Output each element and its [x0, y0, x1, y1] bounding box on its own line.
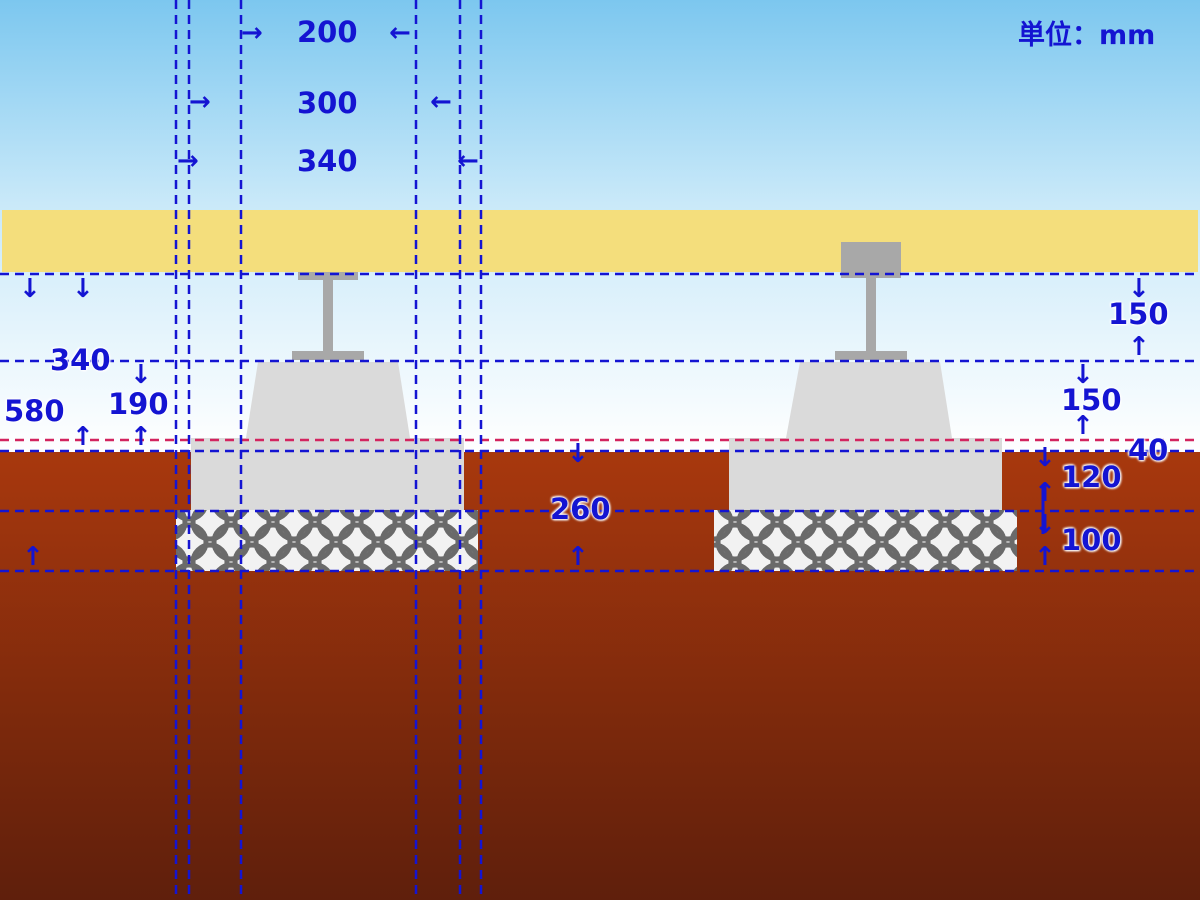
dim-label-width-340: 340 — [297, 144, 358, 178]
arrow-down-icon: ↓ — [130, 360, 152, 390]
dim-label-height-260: 260 — [550, 492, 611, 526]
arrow-down-icon: ↓ — [72, 274, 94, 304]
left-rail-base — [292, 351, 364, 360]
dim-label-height-190: 190 — [108, 387, 169, 421]
arrow-up-icon: ↑ — [1034, 542, 1056, 572]
dim-label-height-340: 340 — [50, 343, 111, 377]
dim-label-width-200: 200 — [297, 15, 358, 49]
arrow-down-icon: ↓ — [1034, 510, 1056, 540]
right-ballast — [714, 510, 1017, 571]
arrow-up-icon: ↑ — [1128, 332, 1150, 362]
right-sleeper-block — [786, 362, 952, 438]
arrow-up-icon: ↑ — [22, 542, 44, 572]
left-rail-head — [298, 272, 358, 280]
vehicle-floor — [2, 210, 1198, 272]
dim-label-height-150-top: 150 — [1108, 297, 1169, 331]
arrow-left-icon: ← — [389, 18, 411, 48]
arrow-up-icon: ↑ — [1034, 478, 1056, 508]
right-rail-web — [866, 278, 876, 351]
arrow-up-icon: ↑ — [567, 542, 589, 572]
left-sleeper-block — [246, 362, 410, 438]
arrow-right-icon: → — [189, 87, 211, 117]
right-rail-base — [835, 351, 907, 360]
left-rail-web — [323, 278, 333, 351]
arrow-left-icon: ← — [457, 146, 479, 176]
arrow-right-icon: → — [241, 18, 263, 48]
arrow-down-icon: ↓ — [1128, 274, 1150, 304]
arrow-up-icon: ↑ — [130, 422, 152, 452]
unit-label: 単位：mm — [1018, 20, 1156, 51]
dim-label-height-100: 100 — [1061, 523, 1122, 557]
dim-label-height-150-lower: 150 — [1061, 383, 1122, 417]
arrow-left-icon: ← — [430, 87, 452, 117]
arrow-up-icon: ↑ — [72, 422, 94, 452]
arrow-down-icon: ↓ — [567, 439, 589, 469]
arrow-down-icon: ↓ — [1034, 443, 1056, 473]
left-ballast — [176, 510, 478, 571]
arrow-up-icon: ↑ — [1072, 411, 1094, 441]
arrow-right-icon: → — [177, 146, 199, 176]
dim-label-height-40: 40 — [1128, 433, 1169, 467]
dim-label-width-300: 300 — [297, 86, 358, 120]
arrow-down-icon: ↓ — [1072, 360, 1094, 390]
right-sleeper-base — [729, 438, 1002, 510]
dim-label-height-120: 120 — [1061, 460, 1122, 494]
right-rail-head — [841, 242, 901, 278]
arrow-down-icon: ↓ — [19, 274, 41, 304]
dim-label-height-580: 580 — [4, 394, 65, 428]
left-sleeper-base — [191, 438, 464, 510]
